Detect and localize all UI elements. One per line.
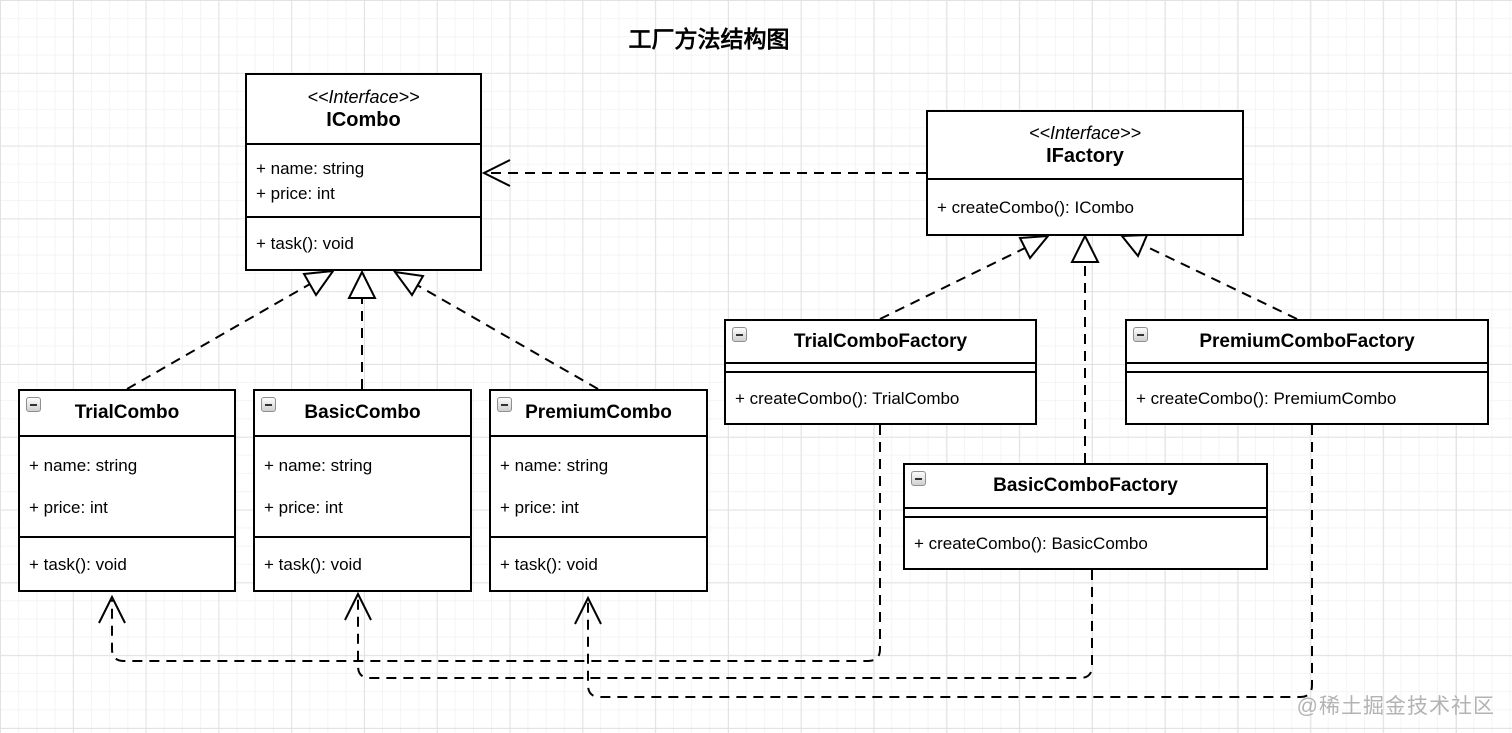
realization-premiumcombofactory-ifactory-triangle-icon bbox=[1119, 233, 1149, 258]
realization-trialcombo-icombo-line[interactable] bbox=[126, 283, 311, 390]
collapse-icon[interactable] bbox=[911, 471, 926, 486]
operation-row: + task(): void bbox=[500, 554, 598, 574]
icombo-operations-section: + task(): void bbox=[247, 216, 480, 269]
basiccombofactory-header: BasicComboFactory bbox=[905, 465, 1266, 507]
ifactory-name: IFactory bbox=[1046, 145, 1124, 167]
empty-attributes-section bbox=[905, 507, 1266, 516]
operation-row: + createCombo(): PremiumCombo bbox=[1136, 388, 1397, 408]
dependency-ifactory-icombo-arrowhead-icon bbox=[481, 159, 511, 187]
realization-premiumcombo-icombo-line[interactable] bbox=[416, 284, 599, 390]
attribute-row: + name: string bbox=[256, 158, 365, 178]
class-box-ifactory[interactable]: <<Interface>> IFactory + createCombo(): … bbox=[926, 110, 1244, 236]
trialcombo-attributes-section: + name: string + price: int bbox=[20, 435, 234, 536]
basiccombofactory-name: BasicComboFactory bbox=[993, 475, 1178, 496]
icombo-header: <<Interface>> ICombo bbox=[247, 75, 480, 143]
operation-row: + task(): void bbox=[264, 554, 362, 574]
trialcombofactory-operations-section: + createCombo(): TrialCombo bbox=[726, 371, 1035, 423]
premiumcombofactory-header: PremiumComboFactory bbox=[1127, 321, 1487, 362]
class-box-trialcombofactory[interactable]: TrialComboFactory + createCombo(): Trial… bbox=[724, 319, 1037, 425]
attribute-row: + price: int bbox=[264, 497, 343, 517]
realization-premiumcombo-icombo-triangle-icon bbox=[392, 270, 425, 297]
attribute-row: + price: int bbox=[256, 183, 335, 203]
dependency-premiumcombofactory-premiumcombo-line[interactable] bbox=[587, 425, 1313, 698]
ifactory-header: <<Interface>> IFactory bbox=[928, 112, 1242, 178]
premiumcombo-attributes-section: + name: string + price: int bbox=[491, 435, 706, 536]
operation-row: + createCombo(): ICombo bbox=[937, 197, 1134, 217]
attribute-row: + name: string bbox=[29, 456, 138, 476]
premiumcombo-name: PremiumCombo bbox=[525, 402, 672, 423]
collapse-icon[interactable] bbox=[732, 327, 747, 342]
operation-row: + createCombo(): TrialCombo bbox=[735, 388, 960, 408]
class-box-trialcombo[interactable]: TrialCombo + name: string + price: int +… bbox=[18, 389, 236, 592]
icombo-stereotype: <<Interface>> bbox=[307, 87, 420, 107]
collapse-icon[interactable] bbox=[1133, 327, 1148, 342]
trialcombo-header: TrialCombo bbox=[20, 391, 234, 435]
premiumcombofactory-name: PremiumComboFactory bbox=[1199, 330, 1415, 352]
trialcombofactory-name: TrialComboFactory bbox=[793, 330, 968, 352]
trialcombo-operations-section: + task(): void bbox=[20, 536, 234, 590]
basiccombo-name: BasicCombo bbox=[304, 402, 421, 423]
dependency-basiccombofactory-basiccombo-line[interactable] bbox=[357, 570, 1093, 679]
basiccombo-operations-section: + task(): void bbox=[255, 536, 470, 590]
dependency-premiumcombofactory-premiumcombo-arrowhead-icon bbox=[574, 595, 602, 625]
attribute-row: + name: string bbox=[500, 456, 609, 476]
empty-attributes-section bbox=[1127, 362, 1487, 371]
dependency-basiccombofactory-basiccombo-arrowhead-icon bbox=[344, 591, 372, 621]
diagram-title: 工厂方法结构图 bbox=[628, 26, 790, 52]
class-box-premiumcombofactory[interactable]: PremiumComboFactory + createCombo(): Pre… bbox=[1125, 319, 1489, 425]
realization-basiccombofactory-ifactory-triangle-icon bbox=[1070, 233, 1100, 263]
dependency-trialcombofactory-trialcombo-arrowhead-icon bbox=[98, 594, 126, 624]
premiumcombo-operations-section: + task(): void bbox=[491, 536, 706, 590]
ifactory-stereotype: <<Interface>> bbox=[1028, 123, 1142, 143]
dependency-trialcombofactory-trialcombo-line[interactable] bbox=[111, 425, 881, 662]
realization-trialcombofactory-ifactory-triangle-icon bbox=[1018, 234, 1051, 260]
operation-row: + task(): void bbox=[29, 554, 127, 574]
trialcombo-name: TrialCombo bbox=[74, 402, 180, 423]
attribute-row: + price: int bbox=[500, 497, 579, 517]
empty-attributes-section bbox=[726, 362, 1035, 371]
collapse-icon[interactable] bbox=[26, 397, 41, 412]
realization-trialcombofactory-ifactory-line[interactable] bbox=[879, 247, 1026, 320]
icombo-name: ICombo bbox=[326, 109, 401, 131]
class-box-premiumcombo[interactable]: PremiumCombo + name: string + price: int… bbox=[489, 389, 708, 592]
realization-trialcombo-icombo-triangle-icon bbox=[302, 269, 336, 297]
basiccombofactory-operations-section: + createCombo(): BasicCombo bbox=[905, 516, 1266, 568]
realization-premiumcombofactory-ifactory-line[interactable] bbox=[1142, 244, 1298, 320]
ifactory-operations-section: + createCombo(): ICombo bbox=[928, 178, 1242, 234]
class-box-basiccombo[interactable]: BasicCombo + name: string + price: int +… bbox=[253, 389, 472, 592]
operation-row: + task(): void bbox=[256, 234, 354, 253]
attribute-row: + name: string bbox=[264, 456, 373, 476]
operation-row: + createCombo(): BasicCombo bbox=[914, 533, 1148, 553]
class-box-basiccombofactory[interactable]: BasicComboFactory + createCombo(): Basic… bbox=[903, 463, 1268, 570]
collapse-icon[interactable] bbox=[497, 397, 512, 412]
attribute-row: + price: int bbox=[29, 497, 108, 517]
premiumcombofactory-operations-section: + createCombo(): PremiumCombo bbox=[1127, 371, 1487, 423]
basiccombo-header: BasicCombo bbox=[255, 391, 470, 435]
trialcombofactory-header: TrialComboFactory bbox=[726, 321, 1035, 362]
collapse-icon[interactable] bbox=[261, 397, 276, 412]
class-box-icombo[interactable]: <<Interface>> ICombo + name: string + pr… bbox=[245, 73, 482, 271]
premiumcombo-header: PremiumCombo bbox=[491, 391, 706, 435]
realization-basiccombo-icombo-triangle-icon bbox=[347, 269, 377, 299]
basiccombo-attributes-section: + name: string + price: int bbox=[255, 435, 470, 536]
icombo-attributes-section: + name: string + price: int bbox=[247, 143, 480, 216]
watermark: @稀土掘金技术社区 bbox=[1296, 695, 1495, 718]
